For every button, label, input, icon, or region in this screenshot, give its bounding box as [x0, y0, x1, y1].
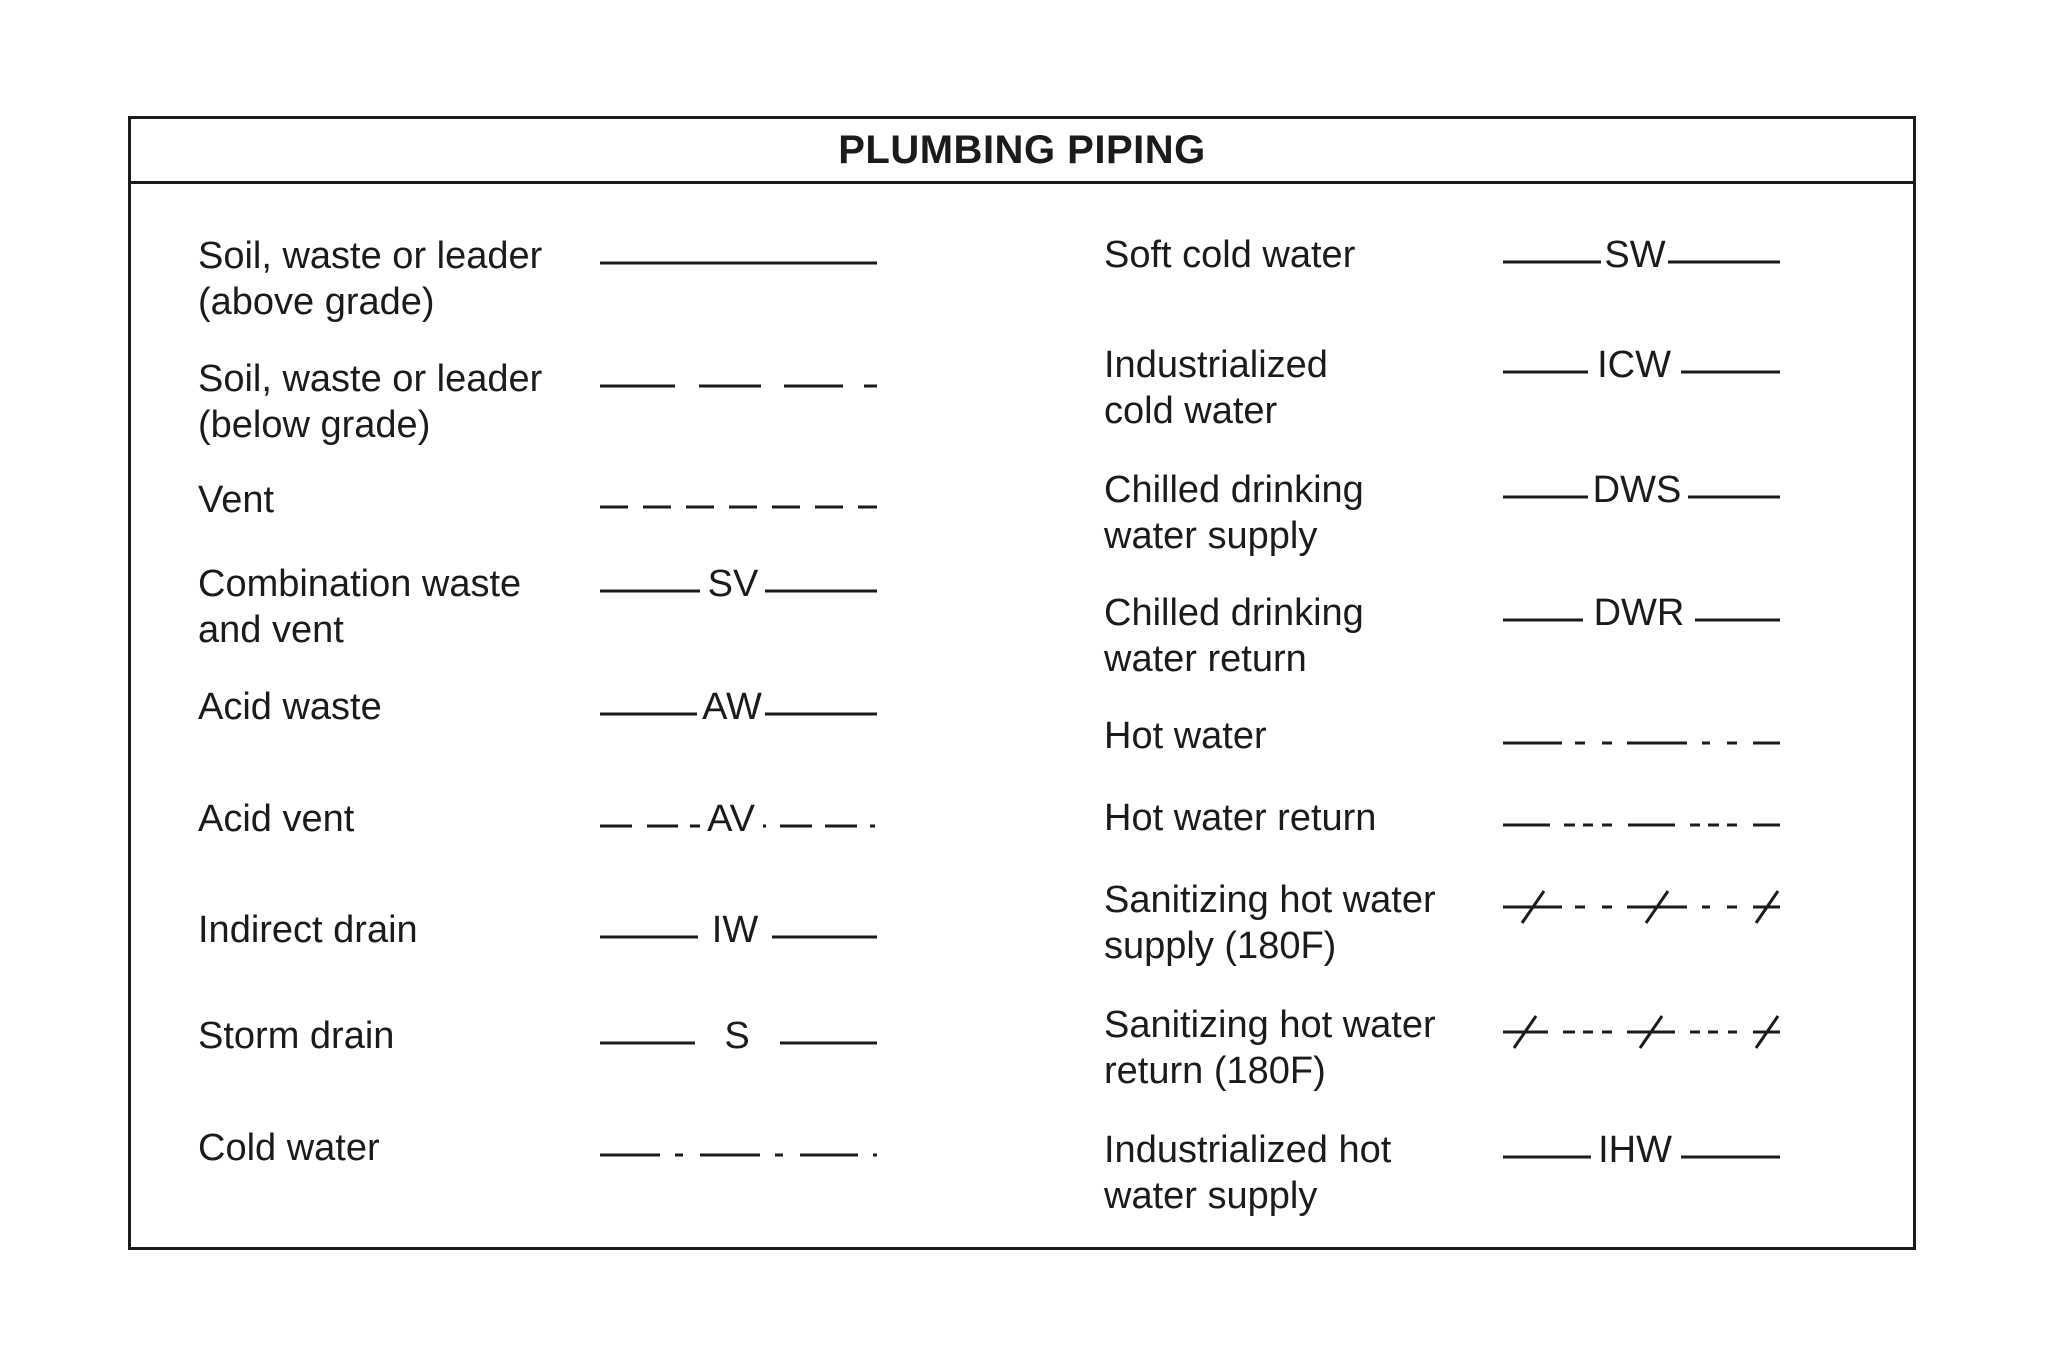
slash-tick	[1638, 1015, 1664, 1049]
symbol-label: AV	[707, 798, 756, 840]
symbol-label: IHW	[1598, 1129, 1672, 1171]
symbol-sanitizing-hot-water-supply-180f	[1503, 890, 1780, 924]
label-soil-waste-leader-above-grade: Soil, waste or leader(above grade)	[198, 233, 542, 325]
label-line: Combination waste	[198, 563, 522, 605]
legend-title: PLUMBING PIPING	[838, 127, 1206, 172]
symbol-industrialized-cold-water: ICW	[1503, 344, 1780, 386]
slash-tick	[1644, 890, 1670, 924]
symbol-storm-drain: S	[600, 1015, 877, 1057]
symbol-label: ICW	[1597, 344, 1671, 386]
label-line: Industrialized hot	[1104, 1129, 1392, 1171]
slash-tick	[1754, 890, 1780, 924]
symbol-sanitizing-hot-water-return-180f	[1503, 1015, 1780, 1049]
label-line: Hot water	[1104, 715, 1267, 757]
label-line: and vent	[198, 609, 344, 651]
symbol-acid-vent: AV	[600, 798, 875, 840]
label-line: Acid vent	[198, 798, 355, 840]
label-storm-drain: Storm drain	[198, 1013, 394, 1059]
label-soil-waste-leader-below-grade: Soil, waste or leader(below grade)	[198, 356, 542, 448]
symbol-soil-waste-leader-below-grade	[600, 384, 877, 388]
label-line: cold water	[1104, 390, 1278, 432]
label-cold-water: Cold water	[198, 1125, 380, 1171]
label-line: Soil, waste or leader	[198, 235, 543, 277]
label-line: Storm drain	[198, 1015, 395, 1057]
symbol-soft-cold-water: SW	[1503, 234, 1780, 276]
legend-header: PLUMBING PIPING	[131, 119, 1913, 184]
symbol-chilled-drinking-water-return: DWR	[1503, 592, 1780, 634]
symbol-label: SW	[1604, 234, 1665, 276]
symbol-label: S	[724, 1015, 749, 1057]
symbol-combination-waste-and-vent: SV	[600, 563, 877, 605]
label-acid-vent: Acid vent	[198, 796, 354, 842]
label-line: return (180F)	[1104, 1050, 1326, 1092]
symbol-label: DWR	[1594, 592, 1685, 634]
label-line: Cold water	[198, 1127, 380, 1169]
symbol-cold-water	[600, 1153, 877, 1157]
label-line: water return	[1104, 638, 1307, 680]
symbol-label: DWS	[1593, 469, 1682, 511]
label-line: Soft cold water	[1104, 234, 1356, 276]
label-line: Soil, waste or leader	[198, 358, 543, 400]
symbol-chilled-drinking-water-supply: DWS	[1503, 469, 1780, 511]
label-hot-water-return: Hot water return	[1104, 795, 1376, 841]
label-line: Chilled drinking	[1104, 592, 1364, 634]
label-indirect-drain: Indirect drain	[198, 907, 418, 953]
label-vent: Vent	[198, 477, 274, 523]
symbol-industrialized-hot-water-supply: IHW	[1503, 1129, 1780, 1171]
label-line: Indirect drain	[198, 909, 418, 951]
label-hot-water: Hot water	[1104, 713, 1267, 759]
label-line: Industrialized	[1104, 344, 1328, 386]
label-line: water supply	[1104, 515, 1318, 557]
label-line: Vent	[198, 479, 275, 521]
symbol-label: SV	[708, 563, 759, 605]
slash-tick	[1520, 890, 1546, 924]
label-line: (above grade)	[198, 281, 435, 323]
label-line: supply (180F)	[1104, 925, 1337, 967]
label-line: Sanitizing hot water	[1104, 1004, 1436, 1046]
label-line: (below grade)	[198, 404, 431, 446]
symbol-indirect-drain: IW	[600, 909, 877, 951]
symbol-hot-water	[1503, 741, 1780, 745]
symbol-soil-waste-leader-above-grade	[600, 261, 877, 265]
symbol-vent	[600, 505, 877, 509]
label-soft-cold-water: Soft cold water	[1104, 232, 1355, 278]
symbol-label: IW	[712, 909, 759, 951]
label-line: Chilled drinking	[1104, 469, 1364, 511]
symbol-acid-waste: AW	[600, 686, 877, 728]
slash-tick	[1512, 1015, 1538, 1049]
legend-frame: PLUMBING PIPING	[128, 116, 1916, 1250]
label-line: water supply	[1104, 1175, 1318, 1217]
slash-tick	[1754, 1015, 1780, 1049]
symbol-hot-water-return	[1503, 823, 1780, 827]
label-line: Acid waste	[198, 686, 382, 728]
label-line: Sanitizing hot water	[1104, 879, 1436, 921]
label-acid-waste: Acid waste	[198, 684, 382, 730]
label-line: Hot water return	[1104, 797, 1377, 839]
symbol-label: AW	[702, 686, 762, 728]
